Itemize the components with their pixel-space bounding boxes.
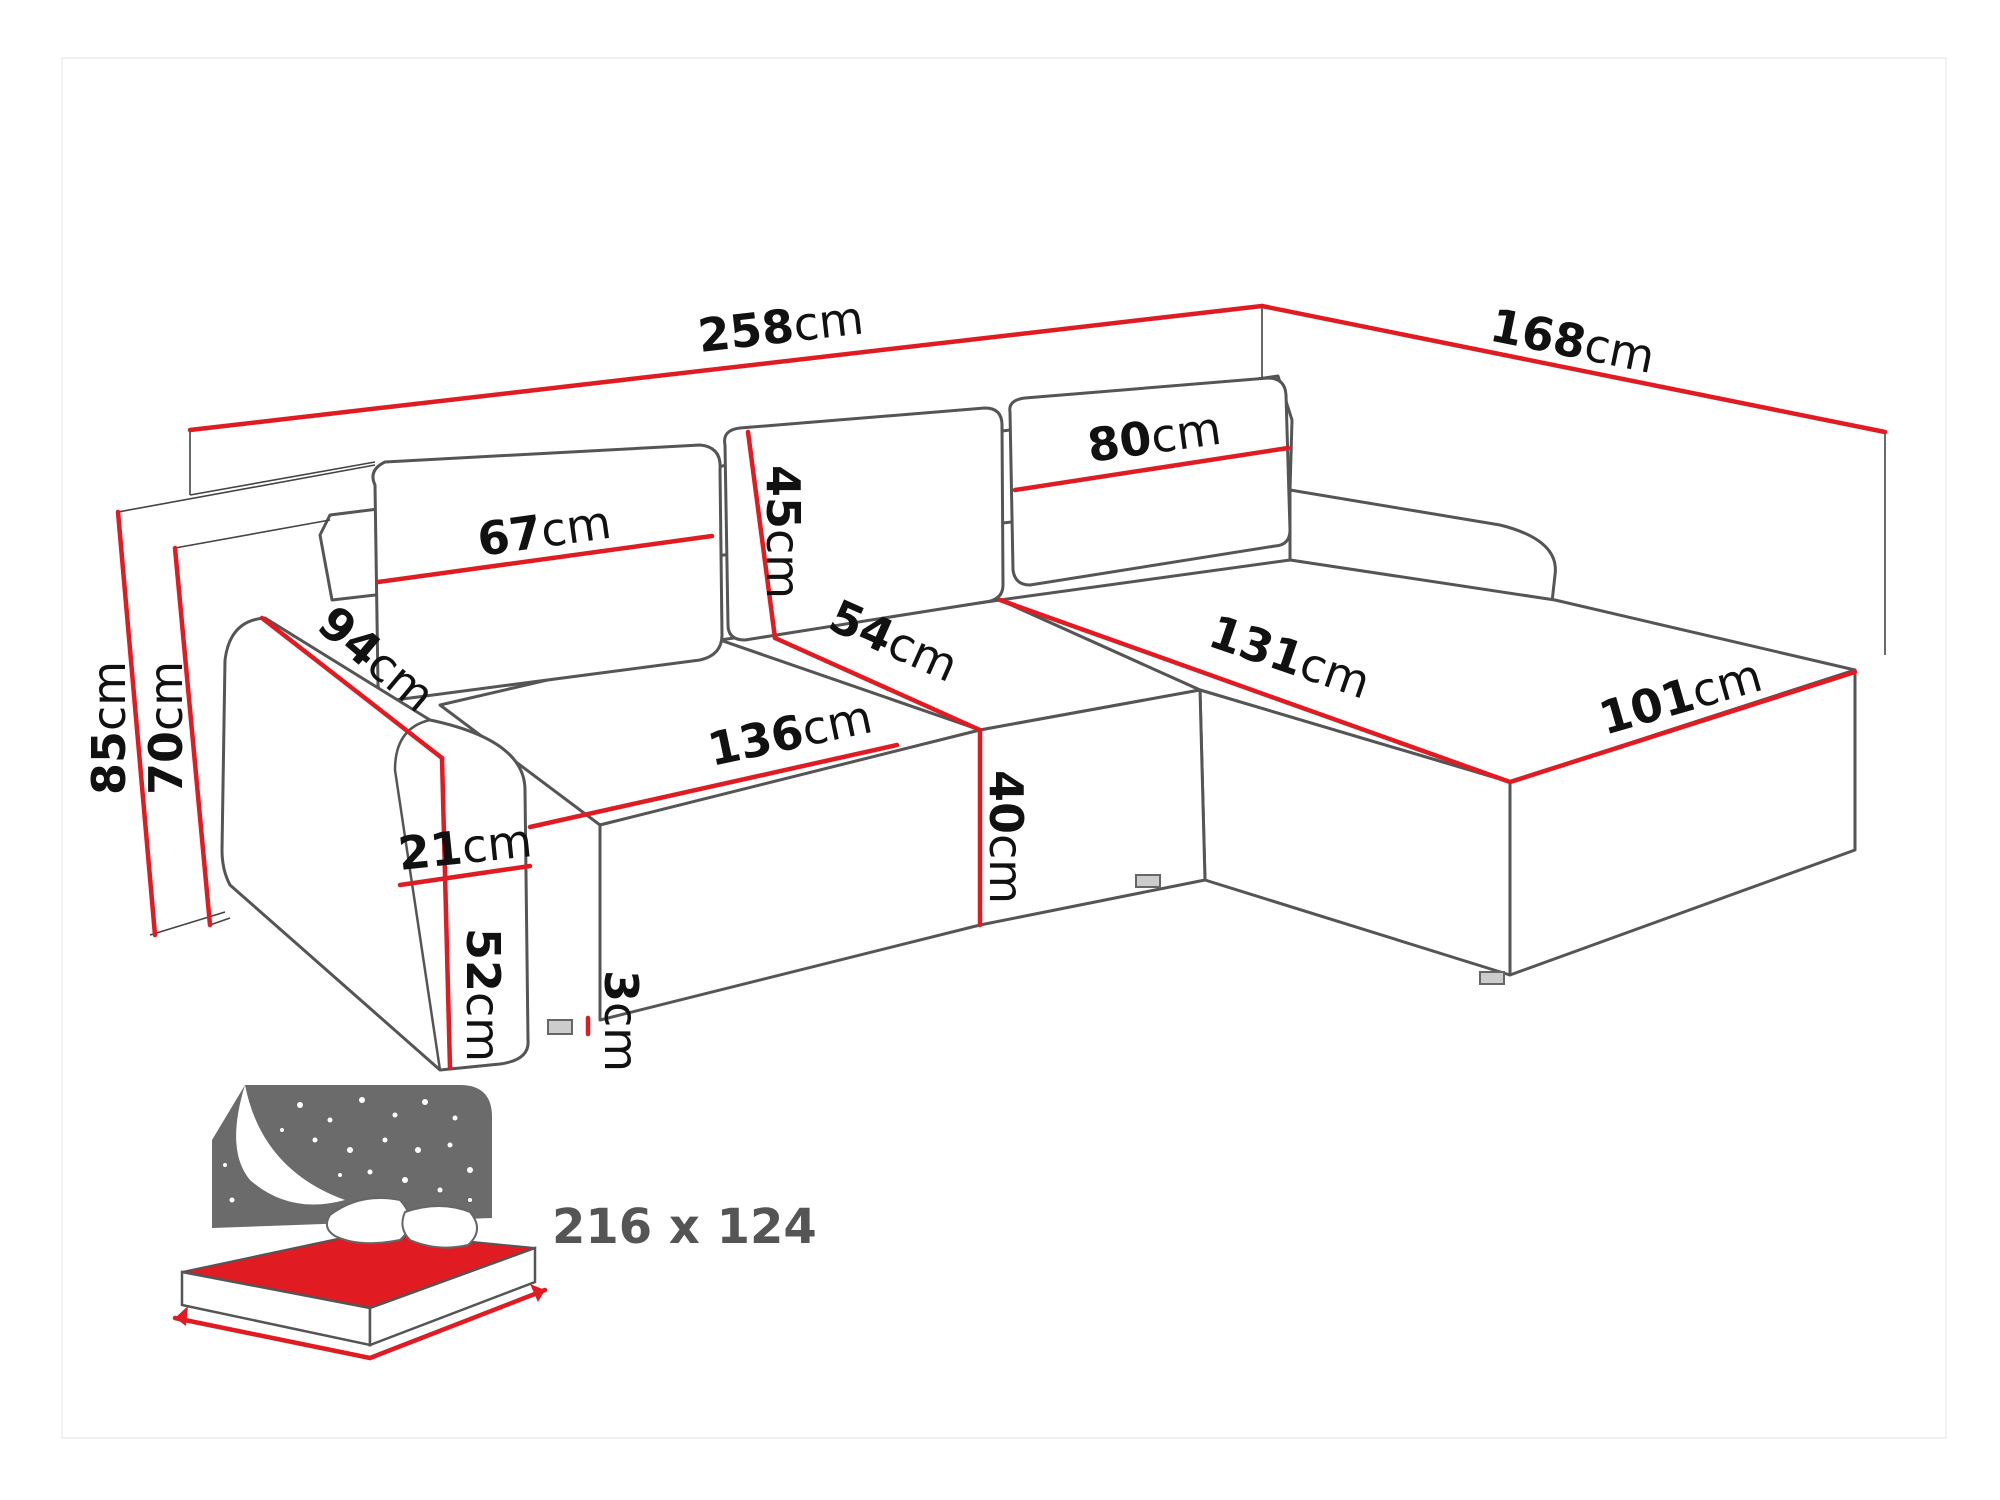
dimension-labels: 258cm 168cm 80cm 67cm 45cm 54cm 131cm 10…: [82, 290, 1768, 1072]
dim-line-seat-width: [527, 742, 900, 830]
sofa-foot-left: [547, 1019, 573, 1035]
stars-icon: [223, 1097, 473, 1203]
dim-line-armrest-depth: [259, 615, 445, 761]
mattress-side: [368, 1246, 537, 1347]
dim-line-chaise-width: [1507, 669, 1858, 785]
corner-sofa-drawing: [220, 374, 1857, 1072]
chaise-armrest: [1288, 488, 1557, 604]
label-armrest-height: 52cm: [456, 928, 510, 1062]
sleeping-area-label: 216 x 124: [552, 1199, 817, 1255]
dimension-lines: [115, 303, 1888, 1071]
back-cushion-middle: [723, 406, 1005, 642]
back-cushion-left: [371, 443, 724, 702]
label-total-width: 258cm: [695, 290, 866, 362]
back-cushion-right: [1008, 376, 1292, 587]
label-backrest-left: 67cm: [474, 495, 614, 567]
dim-line-backrest-height: [745, 429, 778, 641]
dim-line-backrest-right: [1012, 445, 1291, 493]
label-seat-height: 40cm: [979, 770, 1033, 904]
dim-line-backrest-left: [375, 533, 715, 585]
label-armrest-width: 21cm: [396, 813, 535, 881]
dim-line-armrest-height: [439, 755, 453, 1071]
armrest-front-edge: [393, 718, 442, 1071]
label-arm-height-total: 70cm: [139, 661, 193, 795]
bed-size-arrow: [172, 1287, 548, 1361]
dim-line-chaise-length: [997, 597, 1513, 785]
pillow-right: [401, 1205, 478, 1249]
dim-line-armrest-width: [397, 863, 533, 888]
dim-line-seat-depth: [772, 635, 983, 733]
sofa-foot-middle: [1135, 874, 1161, 888]
left-armrest: [220, 616, 530, 1072]
dim-line-back-height-total: [115, 509, 158, 938]
dim-line-total-width: [187, 303, 1265, 433]
extension-lines: [117, 306, 1886, 936]
moon-icon: [236, 1085, 345, 1205]
label-back-height-total: 85cm: [82, 661, 136, 795]
pillow-left: [325, 1196, 411, 1245]
dim-line-arm-height-total: [172, 545, 213, 928]
sofa-foot-right: [1479, 971, 1505, 985]
bed-night-icon: [172, 1085, 548, 1361]
label-leg-height: 3cm: [594, 970, 648, 1072]
label-backrest-right: 80cm: [1084, 401, 1224, 473]
dim-line-chaise-depth: [1259, 303, 1888, 435]
label-backrest-height: 45cm: [756, 465, 810, 599]
